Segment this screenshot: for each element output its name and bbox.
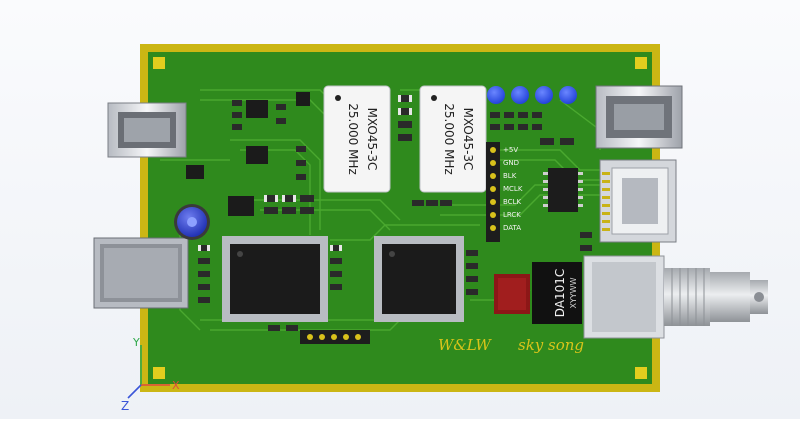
pin-label: BLK bbox=[503, 172, 517, 180]
pin-header: +5V GND BLK MCLK BCLK LRCK DATA bbox=[486, 142, 523, 242]
oscillator-1-model: MXO45-3C bbox=[365, 108, 379, 171]
oscillator-2-freq: 25.000 MHz bbox=[442, 103, 456, 174]
oscillator-1-freq: 25.000 MHz bbox=[346, 103, 360, 174]
qfp-chip-right bbox=[374, 236, 464, 322]
axis-x-label: X bbox=[172, 379, 180, 392]
bnc-connector bbox=[583, 255, 768, 339]
electrolytic-capacitor bbox=[174, 204, 210, 240]
blue-led bbox=[511, 86, 529, 104]
oscillator-2: MXO45-3C 25.000 MHz bbox=[419, 85, 487, 193]
red-capacitor bbox=[494, 274, 530, 314]
transformer-model: DA101C bbox=[553, 269, 567, 318]
qfp-chip-left bbox=[222, 236, 328, 322]
usb-connector-left bbox=[107, 102, 187, 158]
test-pads bbox=[300, 330, 370, 344]
axis-triad: Y X Z bbox=[121, 336, 180, 413]
oscillator-2-model: MXO45-3C bbox=[461, 108, 475, 171]
blue-led bbox=[535, 86, 553, 104]
pin-label: DATA bbox=[503, 224, 521, 232]
pulse-transformer: DA101C XYYWW bbox=[532, 262, 582, 324]
led-row bbox=[487, 86, 577, 104]
pin-label: BCLK bbox=[503, 198, 521, 206]
pin-label: LRCK bbox=[503, 211, 521, 219]
signature-right: sky song bbox=[518, 336, 584, 354]
soic-chip bbox=[543, 168, 583, 212]
oscillator-1: MXO45-3C 25.000 MHz bbox=[323, 85, 391, 193]
blue-led bbox=[487, 86, 505, 104]
axis-z-label: Z bbox=[121, 399, 129, 413]
pin-label: +5V bbox=[503, 146, 518, 154]
signature-left: W&LW bbox=[438, 336, 492, 354]
power-connector-left bbox=[93, 237, 189, 309]
pin-label: GND bbox=[503, 159, 519, 167]
pin-label: MCLK bbox=[503, 185, 523, 193]
axis-y-label: Y bbox=[132, 336, 140, 349]
blue-led bbox=[559, 86, 577, 104]
transformer-code: XYYWW bbox=[569, 277, 578, 308]
usb-connector-right bbox=[595, 85, 683, 149]
hdmi-connector bbox=[599, 159, 677, 243]
